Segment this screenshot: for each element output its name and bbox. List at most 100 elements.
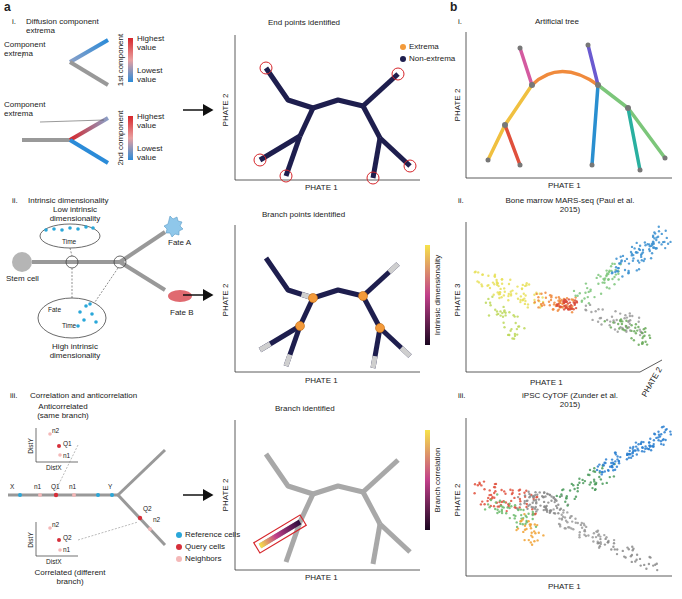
cell-dot xyxy=(624,260,626,262)
cell-dot xyxy=(565,497,567,499)
cell-dot xyxy=(648,563,650,565)
cell-dot xyxy=(608,270,610,272)
cell-dot xyxy=(493,486,495,488)
cell-dot xyxy=(524,294,526,296)
cell-dot xyxy=(521,287,523,289)
label: Highest value xyxy=(137,112,171,130)
label: Diffusion component extrema xyxy=(26,17,121,35)
legend-item: Reference cells xyxy=(176,530,240,539)
cell-dot xyxy=(566,504,568,506)
cell-dot xyxy=(559,306,561,308)
cell-dot xyxy=(633,339,635,341)
cell-dot xyxy=(526,499,528,501)
cell-dot xyxy=(648,556,650,558)
cell-dot xyxy=(612,469,614,471)
cell-dot xyxy=(619,319,621,321)
cell-dot xyxy=(632,257,634,259)
cell-dot xyxy=(559,305,561,307)
legend-item: Neighbors xyxy=(176,554,221,563)
cell-dot xyxy=(651,244,653,246)
cell-dot xyxy=(522,518,524,520)
cell-dot xyxy=(652,236,654,238)
cell-dot xyxy=(652,445,654,447)
cell-dot xyxy=(648,441,650,443)
cell-dot xyxy=(503,287,505,289)
cell-dot xyxy=(592,470,594,472)
cell-dot xyxy=(519,503,521,505)
cell-dot xyxy=(609,320,611,322)
cell-dot xyxy=(532,495,534,497)
cell-dot xyxy=(539,491,541,493)
cell-dot xyxy=(534,301,536,303)
cell-dot xyxy=(665,429,667,431)
cell-dot xyxy=(510,294,512,296)
cell-dot xyxy=(620,260,622,262)
cell-dot xyxy=(623,317,625,319)
cell-dot xyxy=(501,506,503,508)
cell-dot xyxy=(620,320,622,322)
cell-dot xyxy=(508,293,510,295)
cell-dot xyxy=(527,513,529,515)
branch-end xyxy=(260,344,270,350)
cell-dot xyxy=(669,430,671,432)
cell-dot xyxy=(517,496,519,498)
cell-dot xyxy=(629,447,631,449)
cell-dot xyxy=(483,488,485,490)
cell-dot xyxy=(604,277,606,279)
cell-dot xyxy=(583,297,585,299)
cell-dot xyxy=(519,299,521,301)
cell-dot xyxy=(534,532,536,534)
cell-dot xyxy=(654,247,656,249)
cell-dot xyxy=(660,433,662,435)
label: iii. xyxy=(10,391,18,400)
cell-dot xyxy=(543,492,545,494)
label: Q1 xyxy=(63,440,72,447)
cell-dot xyxy=(638,317,640,319)
branch-end xyxy=(373,356,375,368)
cell-dot xyxy=(641,343,643,345)
cell-dot xyxy=(574,518,576,520)
cell-dot xyxy=(589,483,591,485)
cell-dot xyxy=(610,462,612,464)
cell-dot xyxy=(549,509,551,511)
cell-dot xyxy=(623,555,625,557)
cell-dot xyxy=(612,321,614,323)
cell-dot xyxy=(536,539,538,541)
cell-dot xyxy=(582,482,584,484)
cell-dot xyxy=(581,522,583,524)
cell-dot xyxy=(644,244,646,246)
cell-dot xyxy=(504,493,506,495)
legend-text: Reference cells xyxy=(185,530,240,539)
cell-dot xyxy=(482,273,484,275)
cell-dot xyxy=(626,327,628,329)
cell-dot xyxy=(604,470,606,472)
cell-dot xyxy=(535,510,537,512)
cell-dot xyxy=(638,344,640,346)
cell-dot xyxy=(495,501,497,503)
cell-dot xyxy=(644,331,646,333)
cell-dot xyxy=(550,299,552,301)
cell-dot xyxy=(533,299,535,301)
cell-dot xyxy=(611,278,613,280)
cell-dot xyxy=(586,287,588,289)
cell-dot xyxy=(555,500,557,502)
cell-dot xyxy=(545,297,547,299)
cell-dot xyxy=(632,455,634,457)
cell-dot xyxy=(597,465,599,467)
cell-dot xyxy=(631,452,633,454)
cell-dot xyxy=(497,282,499,284)
label: Correlated (different branch) xyxy=(30,568,110,586)
cell-dot xyxy=(642,335,644,337)
cell-dot xyxy=(483,480,485,482)
branch-point xyxy=(359,292,368,301)
cell-dot xyxy=(528,493,530,495)
cell-dot xyxy=(670,433,672,435)
cell-dot xyxy=(599,535,601,537)
cell-dot xyxy=(501,283,503,285)
cell-dot xyxy=(502,306,504,308)
cell-dot xyxy=(510,505,512,507)
cell-dot xyxy=(520,508,522,510)
cell-dot xyxy=(663,241,665,243)
extrema-circle xyxy=(254,154,266,166)
label: Y xyxy=(108,483,112,490)
